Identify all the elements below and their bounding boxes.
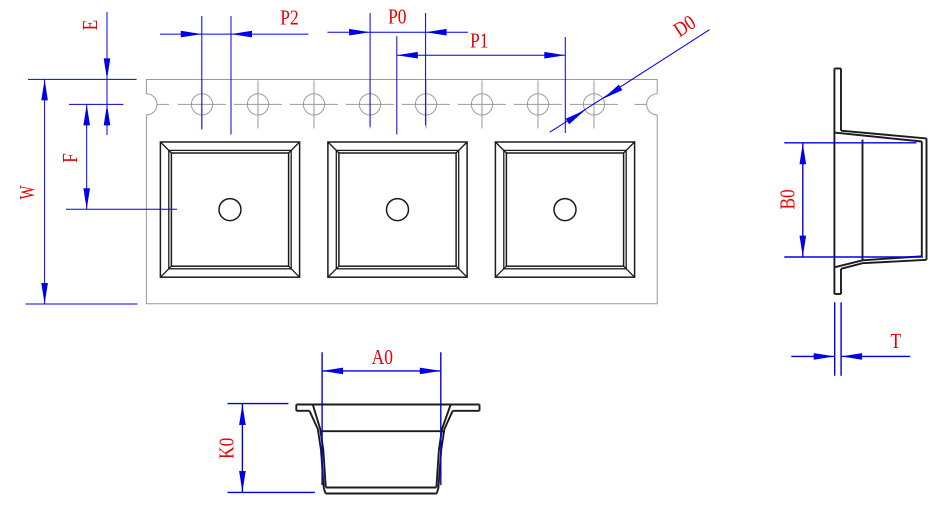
svg-text:P0: P0: [388, 6, 406, 29]
svg-text:D0: D0: [670, 11, 700, 42]
svg-text:P2: P2: [280, 7, 298, 30]
svg-text:F: F: [59, 153, 82, 163]
svg-text:E: E: [79, 20, 102, 31]
svg-text:K0: K0: [216, 438, 239, 459]
svg-text:A0: A0: [372, 347, 393, 370]
svg-text:B0: B0: [777, 189, 800, 209]
svg-text:T: T: [890, 330, 901, 353]
svg-text:P1: P1: [470, 30, 488, 53]
svg-text:W: W: [15, 185, 38, 200]
